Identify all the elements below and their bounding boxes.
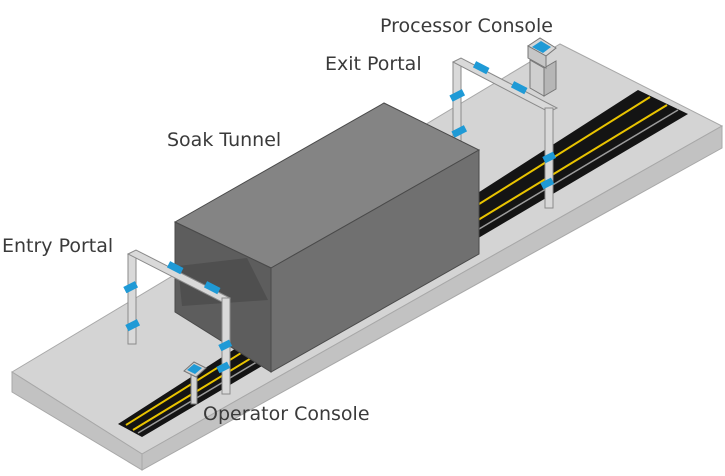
soak-tunnel-opening [178,258,268,306]
entry-sensor-5 [218,339,233,352]
exit-sensor-2 [510,81,528,95]
operator-console-screen [187,364,202,374]
operator-console [183,361,207,405]
exit-sensor-4 [451,125,468,138]
platform-right-side [141,125,723,471]
processor-console-label: Processor Console [380,15,553,37]
entry-sensor-4 [125,319,141,332]
soak-tunnel-right-face [270,149,480,373]
exit-sensor-1 [472,61,490,75]
exit-portal-top-beam [451,57,559,113]
entry-portal [123,249,233,395]
processor-console-screen [532,41,551,53]
exit-sensor-5 [542,151,557,164]
exit-sensor-6 [540,177,555,190]
exit-portal [449,57,559,209]
entry-sensor-2 [203,281,221,295]
soak-tunnel-label: Soak Tunnel [167,129,282,151]
processor-console-side [543,60,557,97]
operator-console-label: Operator Console [203,403,370,425]
operator-console-post [190,373,198,405]
entry-sensor-3 [123,281,139,294]
entry-portal-label: Entry Portal [2,235,114,257]
entry-sensor-6 [216,361,231,374]
processor-console-body-top [527,45,547,69]
exit-portal-label: Exit Portal [325,53,422,75]
entry-sensor-1 [166,261,184,275]
processor-console [527,37,557,97]
soak-tunnel [173,102,481,373]
exit-sensor-3 [449,89,466,102]
